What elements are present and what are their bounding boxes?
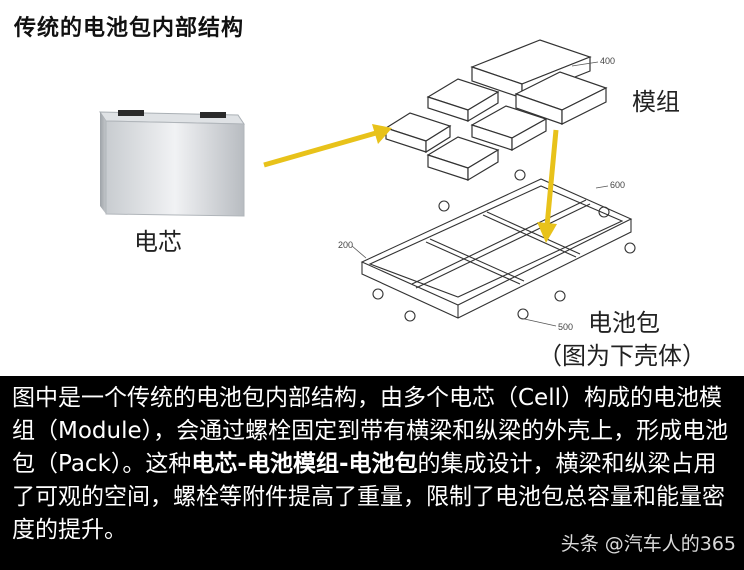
battery-cell-image	[99, 110, 245, 217]
caption-panel: 图中是一个传统的电池包内部结构，由多个电芯（Cell）构成的电池模组（Modul…	[0, 376, 744, 570]
module-block	[470, 105, 548, 152]
module-block	[514, 71, 608, 125]
pack-sublabel: （图为下壳体）	[538, 342, 706, 370]
module-block	[384, 112, 452, 154]
ref-number-400: 400	[600, 56, 615, 66]
module-label: 模组	[632, 88, 680, 116]
battery-modules	[384, 39, 608, 182]
caption-text: 图中是一个传统的电池包内部结构，由多个电芯（Cell）构成的电池模组（Modul…	[12, 382, 737, 547]
module-block	[426, 136, 500, 182]
ref-number-200: 200	[338, 240, 353, 250]
ref-number-600: 600	[610, 180, 625, 190]
arrow-module-to-pack	[537, 129, 559, 243]
page-title: 传统的电池包内部结构	[14, 16, 245, 41]
caption-bold: 电芯-电池模组-电池包	[191, 451, 418, 477]
pack-label: 电池包	[588, 309, 660, 337]
battery-diagram: 400 600 200 500	[99, 39, 636, 332]
pack-lower-housing	[360, 169, 636, 322]
arrow-cell-to-module	[263, 124, 392, 168]
cell-label: 电芯	[134, 228, 182, 256]
caption-part2: 的集成设计，横梁和纵梁占用了可观的空间，螺栓等附件提高了重量，限制了电池包总容量…	[12, 451, 725, 543]
caption-part1: 图中是一个传统的电池包内部结构，由多个电芯（Cell）构成的电池模组（Modul…	[12, 385, 729, 477]
ref-number-500: 500	[558, 322, 573, 332]
leader-lines	[351, 61, 609, 327]
watermark: 头条 @汽车人的365	[560, 533, 736, 555]
module-block	[426, 78, 500, 123]
